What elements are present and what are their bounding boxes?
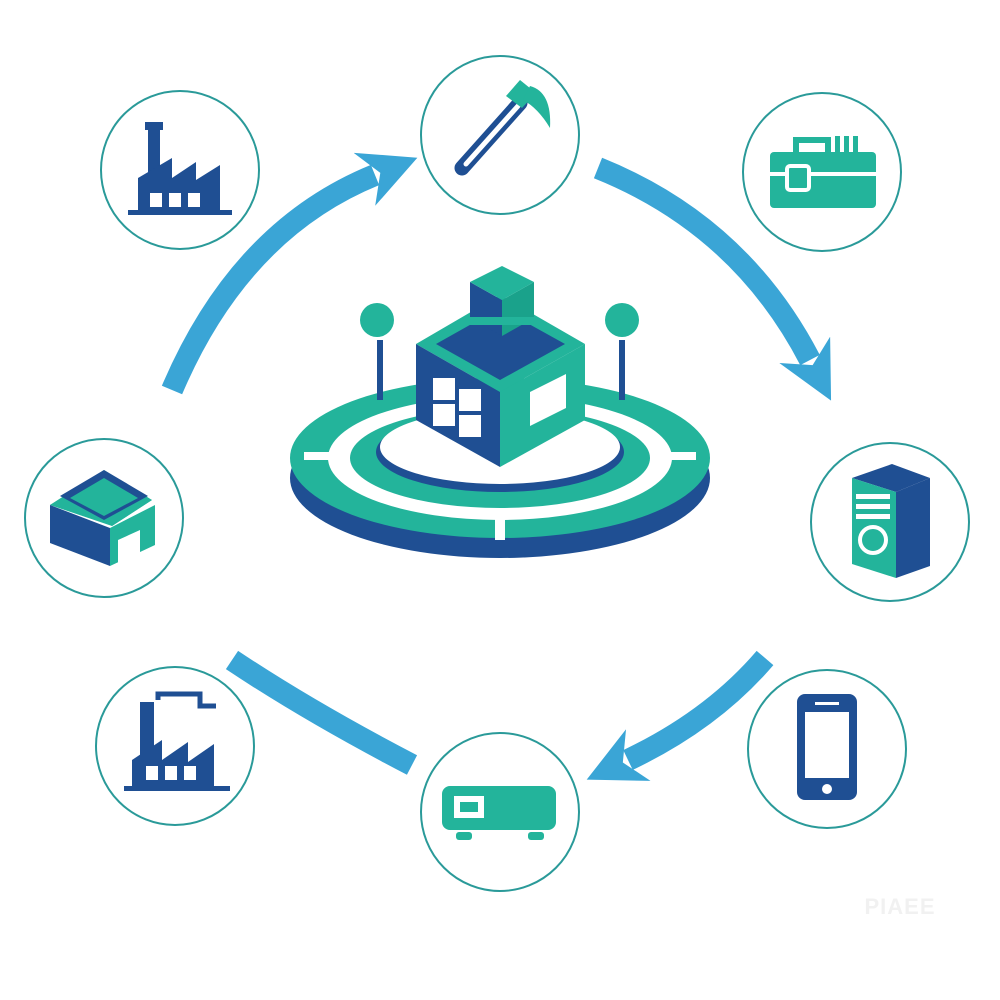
smart-building-platform-icon bbox=[290, 266, 710, 558]
node-server-right bbox=[810, 442, 970, 602]
node-projector-bottom bbox=[420, 732, 580, 892]
smartphone-icon bbox=[797, 694, 857, 800]
flow-arrow-top-to-right bbox=[593, 157, 832, 401]
server-cabinet-icon bbox=[852, 464, 930, 578]
flow-arrow-bottom-to-left bbox=[225, 650, 418, 775]
node-hammer-top bbox=[420, 55, 580, 215]
warehouse-icon bbox=[50, 470, 155, 566]
flow-arrow-right-to-bottom bbox=[586, 650, 774, 781]
factory-icon bbox=[124, 691, 230, 791]
watermark-text: PIAEE bbox=[864, 894, 935, 919]
flow-arrow-left-to-top bbox=[161, 152, 418, 395]
projector-icon bbox=[442, 786, 556, 840]
node-warehouse-left bbox=[24, 438, 184, 598]
factory-icon bbox=[128, 122, 232, 215]
toolbox-icon bbox=[770, 136, 876, 208]
node-factory-bottom-left bbox=[95, 666, 255, 826]
node-toolbox-top-right bbox=[742, 92, 902, 252]
node-factory-top-left bbox=[100, 90, 260, 250]
hammer-icon bbox=[454, 80, 551, 176]
node-phone-bottom-right bbox=[747, 669, 907, 829]
